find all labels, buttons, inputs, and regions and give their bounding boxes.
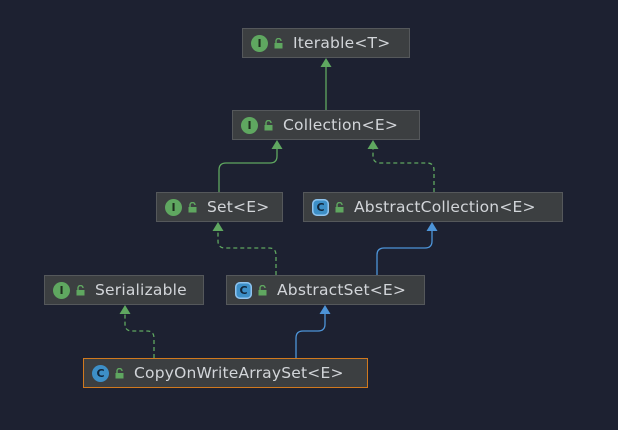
node-abstract-collection[interactable]: C AbstractCollection<E> <box>303 192 563 222</box>
edge-line <box>372 148 435 192</box>
public-lock-icon <box>115 367 124 378</box>
interface-icon: I <box>165 198 182 216</box>
arrowhead <box>320 58 332 67</box>
edge-copyonwrite-to-abstractset <box>295 305 331 358</box>
edge-line <box>295 313 326 358</box>
public-lock-icon <box>76 284 85 295</box>
node-label: Serializable <box>95 281 187 299</box>
node-copy-on-write-array-set[interactable]: C CopyOnWriteArraySet<E> <box>83 358 368 388</box>
node-collection[interactable]: I Collection<E> <box>232 110 420 140</box>
edge-abstractset-to-set <box>212 222 277 275</box>
edge-line <box>217 230 277 275</box>
edge-collection-to-iterable <box>320 58 332 110</box>
node-set[interactable]: I Set<E> <box>156 192 283 222</box>
interface-icon: I <box>241 116 258 134</box>
node-label: Set<E> <box>207 198 270 216</box>
public-lock-icon <box>274 37 283 48</box>
node-serializable[interactable]: I Serializable <box>44 275 204 305</box>
public-lock-icon <box>264 119 273 130</box>
edge-abstractcollection-to-collection <box>367 140 435 192</box>
edge-abstractset-to-abstractcollection <box>376 222 438 275</box>
arrowhead <box>367 140 379 149</box>
edge-set-to-collection <box>218 140 283 192</box>
public-lock-icon <box>335 201 344 212</box>
node-iterable[interactable]: I Iterable<T> <box>242 28 410 58</box>
abstract-class-icon: C <box>312 198 329 216</box>
arrowhead <box>426 222 438 231</box>
node-label: AbstractSet<E> <box>277 281 407 299</box>
edge-line <box>218 148 278 192</box>
edge-copyonwrite-to-serializable <box>119 305 155 358</box>
node-label: AbstractCollection<E> <box>354 198 536 216</box>
arrowhead <box>319 305 331 314</box>
interface-icon: I <box>53 281 70 299</box>
node-abstract-set[interactable]: C AbstractSet<E> <box>226 275 425 305</box>
public-lock-icon <box>188 201 197 212</box>
node-label: Collection<E> <box>283 116 399 134</box>
interface-icon: I <box>251 34 268 52</box>
node-label: Iterable<T> <box>293 34 391 52</box>
class-icon: C <box>92 364 109 382</box>
arrowhead <box>212 222 224 231</box>
arrowhead <box>119 305 131 314</box>
abstract-class-icon: C <box>235 281 252 299</box>
edge-line <box>376 230 433 275</box>
public-lock-icon <box>258 284 267 295</box>
node-label: CopyOnWriteArraySet<E> <box>134 364 344 382</box>
edge-line <box>124 313 155 358</box>
arrowhead <box>271 140 283 149</box>
